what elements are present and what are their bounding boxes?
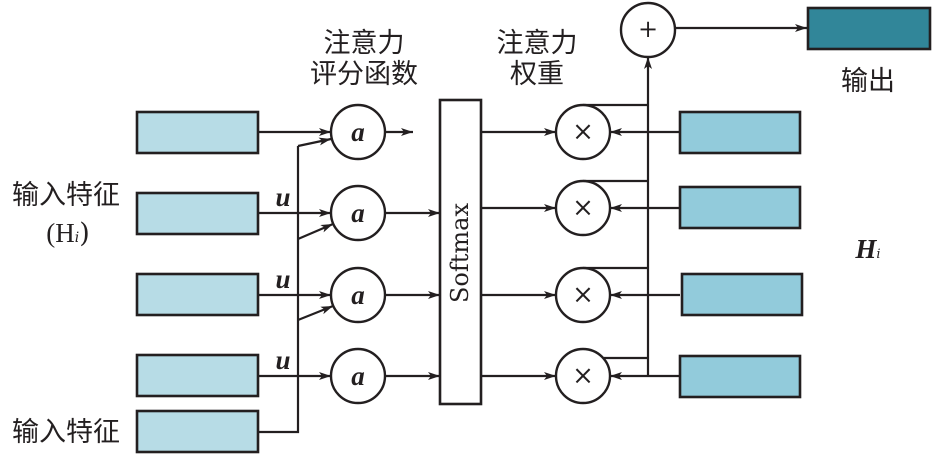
hi-open: (H xyxy=(46,218,75,248)
hi-close: ) xyxy=(79,218,90,249)
softmax-label: Softmax xyxy=(446,202,474,304)
input-feature-box-4 xyxy=(135,353,260,398)
output-box xyxy=(806,6,932,51)
weights-title-line1: 注意力 xyxy=(496,28,578,59)
values-hi-label: Hi xyxy=(846,234,890,270)
multiply-op-1: × xyxy=(572,117,594,147)
values-h: H xyxy=(855,234,877,264)
query-input-label: 输入特征 xyxy=(12,417,120,448)
multiply-node-3 xyxy=(554,266,612,324)
u-label-3: u xyxy=(275,345,291,375)
multiply-node-4 xyxy=(554,347,612,405)
weights-title-line2: 权重 xyxy=(510,59,564,90)
score-op-1: a xyxy=(351,117,365,147)
query-bus-line xyxy=(258,146,300,434)
query-to-score-arrow-1 xyxy=(297,137,332,148)
scoring-title-line1: 注意力 xyxy=(323,28,405,59)
multiply-op-3: × xyxy=(572,280,594,310)
multiply-op-4: × xyxy=(572,361,594,391)
value-box-2 xyxy=(678,185,802,230)
input-feature-box-3 xyxy=(135,272,260,317)
u-label-2: u xyxy=(275,264,291,294)
softmax-box xyxy=(438,98,483,406)
input-feature-box-1 xyxy=(135,110,260,155)
multiply-op-2: × xyxy=(572,193,594,223)
input-features-hi-label: (Hi) xyxy=(28,218,108,254)
output-label: 输出 xyxy=(841,66,895,97)
query-input-box xyxy=(135,409,260,454)
sum-op: + xyxy=(637,15,659,43)
query-to-score-arrow-2 xyxy=(297,222,334,241)
score-op-3: a xyxy=(351,280,365,310)
hi-sub: i xyxy=(74,230,80,246)
attention-weights-title: 注意力 权重 xyxy=(482,28,592,90)
u-label-1: u xyxy=(275,182,291,212)
score-op-4: a xyxy=(351,361,365,391)
sum-node xyxy=(619,1,677,59)
value-box-4 xyxy=(678,354,802,399)
input-feature-box-2 xyxy=(135,191,260,236)
multiply-node-1 xyxy=(554,103,612,161)
value-box-1 xyxy=(678,110,802,155)
input-features-label: 输入特征 xyxy=(12,180,120,211)
score-op-2: a xyxy=(351,198,365,228)
values-sub: i xyxy=(876,247,881,262)
value-box-3 xyxy=(680,272,804,317)
scoring-title-line2: 评分函数 xyxy=(310,59,418,90)
query-to-score-arrow-3 xyxy=(297,304,334,322)
scoring-function-title: 注意力 评分函数 xyxy=(298,28,430,90)
multiply-node-2 xyxy=(554,179,612,237)
